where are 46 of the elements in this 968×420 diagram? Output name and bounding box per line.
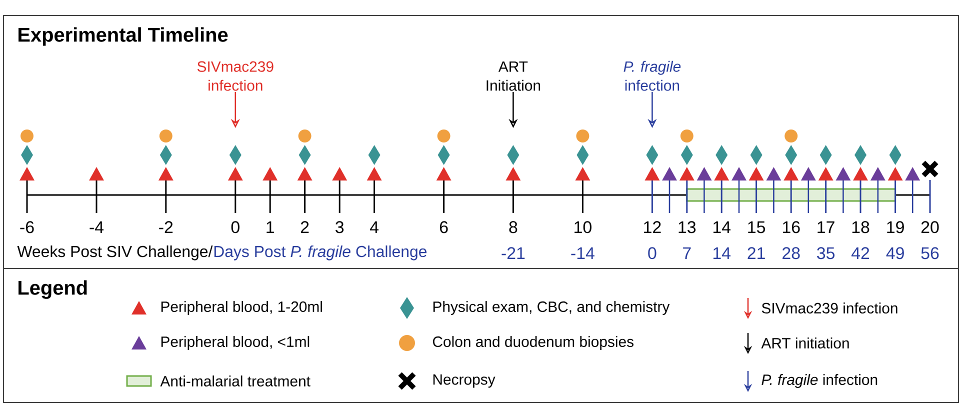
legend-text: SIVmac239 infection (762, 302, 898, 314)
week-number: 19 (887, 221, 904, 234)
legend-text: Physical exam, CBC, and chemistry (433, 301, 670, 315)
day-number: 28 (782, 247, 800, 260)
timeline-drawing (20, 130, 939, 213)
legend-text: Colon and duodenum biopsies (432, 336, 634, 350)
axis-title: Weeks Post SIV Challenge/ (17, 245, 213, 260)
day-number: 49 (886, 247, 904, 260)
week-number: 17 (818, 221, 834, 233)
legend-text: P. fragile infection (762, 374, 878, 388)
week-number: 15 (748, 221, 765, 234)
week-number: -4 (90, 221, 104, 233)
day-number: 42 (851, 247, 870, 259)
day-number: 21 (748, 247, 765, 259)
axis-title: Days Post P. fragile Challenge (214, 245, 427, 260)
week-number: 12 (644, 221, 661, 233)
week-number: 20 (921, 221, 939, 234)
week-number: 4 (370, 221, 379, 233)
day-number: 0 (648, 247, 656, 260)
week-number: 2 (300, 221, 309, 233)
day-number: -14 (571, 247, 594, 259)
week-number: 13 (678, 221, 696, 234)
legend-text: Anti-malarial treatment (160, 376, 310, 386)
week-number: -6 (20, 221, 34, 234)
day-number: -21 (502, 247, 525, 259)
week-number: 8 (509, 221, 518, 234)
day-number: 35 (817, 247, 834, 260)
week-number: -2 (159, 221, 173, 233)
week-number: 3 (336, 221, 344, 234)
week-number: 1 (266, 221, 274, 233)
event-label: P. fragile infection (624, 60, 681, 91)
event-label: ART Initiation (486, 61, 540, 91)
week-number: 16 (782, 221, 800, 234)
week-number: 0 (231, 221, 240, 234)
week-number: 6 (440, 221, 448, 234)
day-number: 7 (683, 247, 691, 259)
week-number: 10 (574, 221, 592, 234)
legend-text: Necropsy (433, 374, 496, 388)
event-label: SIVmac239 infection (197, 61, 274, 91)
legend-text: ART initiation (761, 338, 849, 348)
day-number: 14 (713, 247, 731, 259)
week-number: 14 (713, 221, 731, 233)
week-number: 18 (852, 221, 870, 234)
day-number: 56 (921, 247, 939, 260)
legend-text: Peripheral blood, <1ml (161, 336, 310, 350)
legend-text: Peripheral blood, 1-20ml (161, 301, 322, 315)
